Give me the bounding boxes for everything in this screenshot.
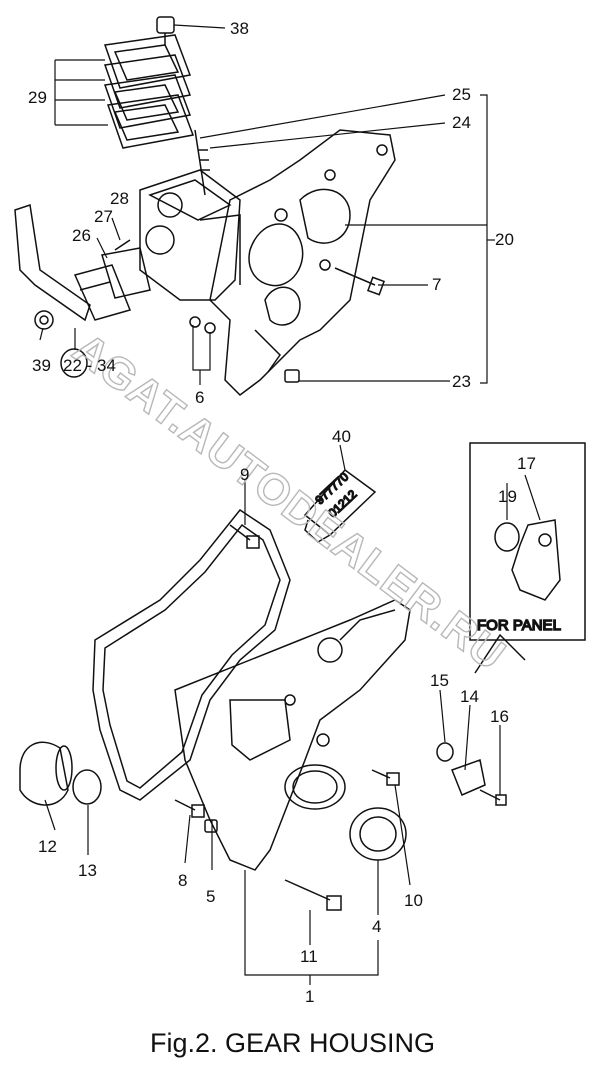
callout-14: 14 — [460, 687, 479, 706]
callout-19: 19 — [498, 487, 517, 506]
cap-12 — [19, 741, 73, 806]
callout-8: 8 — [178, 871, 187, 890]
o-ring-13 — [72, 769, 102, 805]
seal-22-34 — [60, 348, 88, 378]
housing-gasket — [92, 508, 291, 801]
oil-seal — [349, 807, 407, 861]
callout-40: 40 — [332, 427, 351, 446]
watermark: AGAT.AUTODEALER.RU — [64, 324, 515, 680]
callout-38: 38 — [230, 19, 249, 38]
callout-25: 25 — [452, 85, 471, 104]
callout-17: 17 — [517, 454, 536, 473]
callout-6: 6 — [195, 388, 204, 407]
callout-9: 9 — [240, 465, 249, 484]
bolt-9 — [229, 524, 260, 549]
stud — [194, 129, 210, 196]
inset-label: FOR PANEL — [477, 617, 561, 634]
inset-panel: FOR PANEL — [469, 442, 586, 641]
callout-1: 1 — [305, 987, 314, 1006]
callout-22-34: 22 - 34 — [63, 356, 116, 375]
callout-24: 24 — [452, 113, 471, 132]
callout-23: 23 — [452, 372, 471, 391]
figure-caption: Fig.2. GEAR HOUSING — [150, 1028, 435, 1058]
callout-5: 5 — [206, 887, 215, 906]
callout-12: 12 — [38, 837, 57, 856]
callout-16: 16 — [490, 707, 509, 726]
nut-39 — [34, 310, 54, 330]
bolt-27 — [114, 239, 131, 251]
dowel-5 — [204, 819, 218, 833]
leader-lines — [39, 24, 541, 985]
callout-11: 11 — [300, 947, 318, 966]
bolt-10 — [371, 769, 400, 786]
callout-13: 13 — [78, 861, 97, 880]
callout-26: 26 — [72, 226, 91, 245]
bolt-8 — [174, 799, 205, 818]
callout-7: 7 — [432, 275, 441, 294]
pump-body — [139, 169, 241, 301]
callout-29: 29 — [28, 88, 47, 107]
front-cover — [174, 599, 411, 871]
plug-23 — [284, 369, 300, 383]
bolt-11 — [284, 879, 342, 911]
callouts: 38 29 25 24 20 28 27 26 7 39 22 - 34 6 2… — [28, 19, 536, 1006]
callout-20: 20 — [495, 230, 514, 249]
callout-4: 4 — [372, 917, 381, 936]
callout-27: 27 — [94, 207, 113, 226]
bolt-7 — [334, 267, 385, 296]
callout-10: 10 — [404, 891, 423, 910]
dowels-6 — [189, 316, 216, 334]
upper-housing-plate — [209, 129, 396, 396]
callout-28: 28 — [110, 189, 129, 208]
o-ring-15 — [436, 742, 454, 762]
cover-plate-14 — [451, 759, 486, 796]
callout-39: 39 — [32, 356, 51, 375]
inset-pointer — [474, 633, 526, 674]
gasket-stack — [103, 34, 195, 149]
bolt-16 — [479, 789, 507, 806]
cap-nut — [156, 16, 175, 45]
callout-15: 15 — [430, 671, 449, 690]
bracket — [14, 204, 151, 322]
